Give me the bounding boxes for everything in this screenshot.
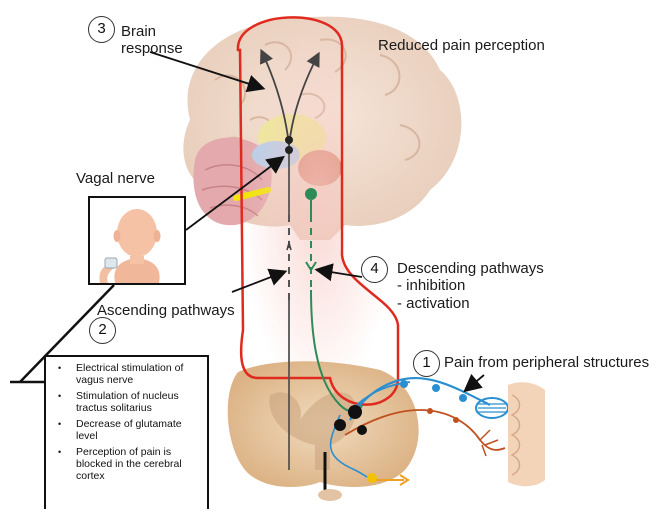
descending-line3: - activation <box>397 295 544 312</box>
descending-pathways-label: Descending pathways - inhibition - activ… <box>397 260 544 312</box>
descending-line1: Descending pathways <box>397 260 544 277</box>
vagal-nerve-label: Vagal nerve <box>76 170 155 187</box>
mechanism-item: Stimulation of nucleus tractus solitariu… <box>76 390 201 414</box>
step-1-marker: 1 <box>413 350 440 377</box>
mechanism-item: Perception of pain is blocked in the cer… <box>76 446 201 482</box>
head-with-vagus-stimulator-icon <box>90 198 184 283</box>
brain-response-label: Brain response <box>121 23 183 58</box>
muscle-spindle-icon <box>476 398 508 418</box>
mechanism-item: Decrease of glutamate level <box>76 418 201 442</box>
mechanism-info-box: Electrical stimulation of vagus nerve St… <box>44 355 209 509</box>
mechanism-item: Electrical stimulation of vagus nerve <box>76 362 201 386</box>
peripheral-pain-label: Pain from peripheral structures <box>444 354 649 371</box>
reduced-pain-label: Reduced pain perception <box>378 37 545 54</box>
brain-response-line2: response <box>121 40 183 57</box>
peripheral-arrow <box>466 375 484 390</box>
step-3-marker: 3 <box>88 16 115 43</box>
mechanism-list: Electrical stimulation of vagus nerve St… <box>50 362 201 482</box>
step-4-marker: 4 <box>361 256 388 283</box>
ascending-pathways-label: Ascending pathways <box>97 302 235 319</box>
descending-line2: - inhibition <box>397 277 544 294</box>
brain-response-line1: Brain <box>121 23 183 40</box>
vagus-stimulation-panel <box>88 196 186 285</box>
step-2-marker: 2 <box>89 317 116 344</box>
skin-tissue-icon <box>508 382 545 486</box>
